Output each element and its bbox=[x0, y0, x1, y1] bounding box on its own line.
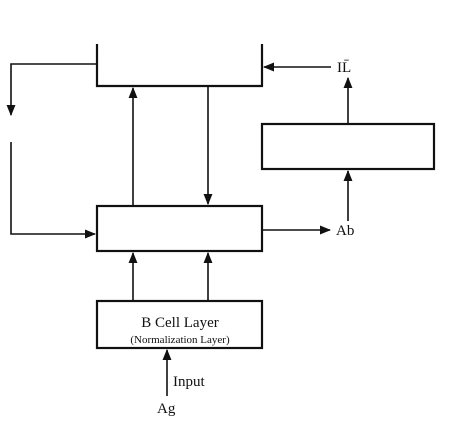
b-cell-layer-subtitle: (Normalization Layer) bbox=[130, 334, 230, 346]
arrow-feedback-out bbox=[6, 63, 97, 117]
top-box bbox=[95, 44, 264, 88]
ab-label: Ab bbox=[336, 223, 354, 239]
b-cell-layer-box bbox=[95, 299, 264, 350]
middle-box bbox=[95, 204, 264, 253]
il-label: IL̄ bbox=[337, 60, 351, 76]
b-cell-layer-title: B Cell Layer bbox=[141, 315, 218, 331]
arrow-feedback-in bbox=[10, 142, 97, 239]
right-box bbox=[260, 122, 436, 171]
input-label: Input bbox=[173, 374, 205, 390]
ag-label: Ag bbox=[157, 401, 176, 417]
